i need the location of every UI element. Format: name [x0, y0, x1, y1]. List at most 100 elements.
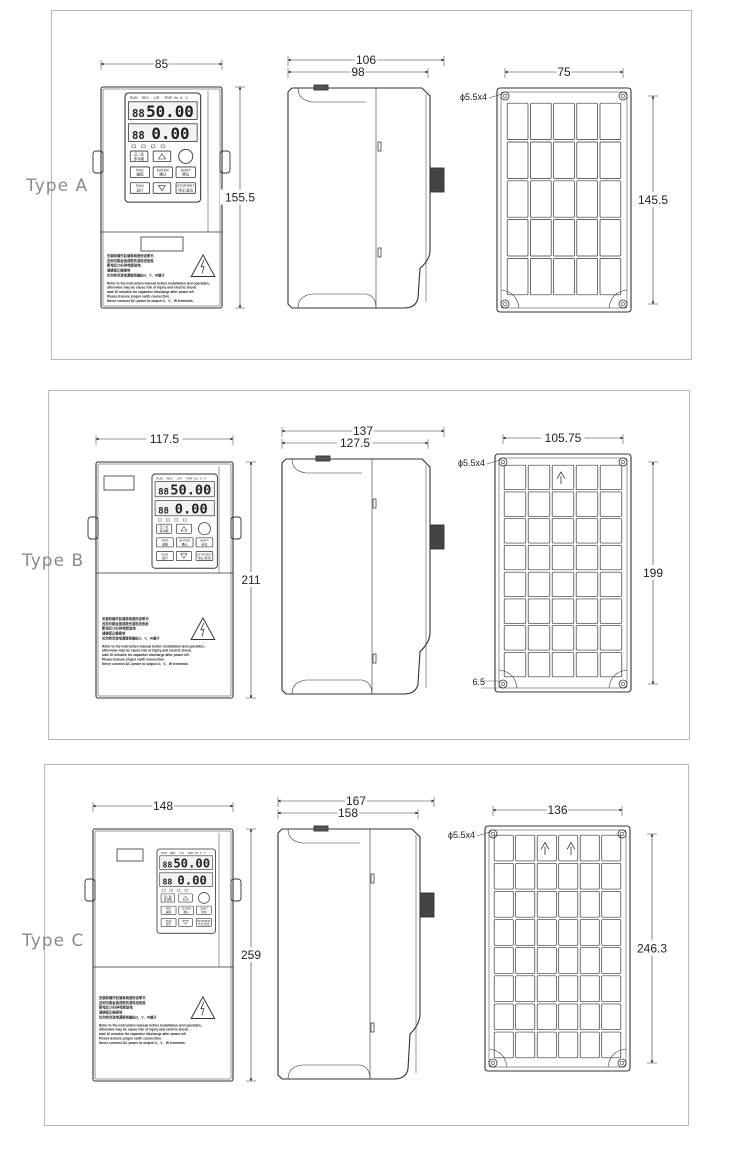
- vent-cell: [553, 180, 575, 218]
- vent-cell: [551, 518, 575, 544]
- display-digits-lower: 88: [162, 876, 172, 886]
- vent-cell: [601, 947, 622, 974]
- vent-cell: [553, 141, 575, 179]
- keypad-frame: [156, 848, 216, 934]
- nameplate: [140, 236, 184, 252]
- mount-hole-icon: [500, 91, 510, 101]
- display-value-upper: 50.00: [173, 856, 210, 870]
- vent-cell: [527, 545, 551, 571]
- key-stop: [175, 182, 196, 194]
- key-run-sublabel: 运行: [166, 922, 172, 926]
- warning-cn-line: 安装和操作前请参阅使用说明书: [107, 253, 154, 258]
- height-dim: 211: [241, 573, 260, 587]
- potentiometer-knob: [429, 167, 445, 193]
- warning-cn-line: 请确保正确接地: [107, 268, 131, 273]
- vent-slot: [370, 873, 375, 884]
- name-tag: [103, 475, 135, 491]
- vent-slot: [372, 653, 377, 664]
- vent-cell: [599, 571, 623, 597]
- vent-cell: [551, 652, 575, 678]
- vent-cell: [506, 102, 529, 140]
- display-digits-upper: 88: [158, 488, 169, 498]
- vent-cell: [551, 598, 575, 624]
- mount-hole-icon: [618, 91, 628, 101]
- mount-height-dim: 246.3: [637, 942, 667, 956]
- type-b-label: Type B: [22, 551, 85, 571]
- mount-hole-icon: [618, 679, 628, 689]
- warning-en-line: Please Ensure proper earth connection.: [102, 658, 165, 662]
- vent-cell: [515, 947, 536, 974]
- side-body: [277, 828, 421, 1080]
- vent-cell: [579, 862, 600, 890]
- hole-spec-label: ϕ5.5x4: [458, 458, 485, 468]
- key-up: [152, 150, 172, 163]
- down-arrow-icon: [180, 553, 188, 559]
- mount-height-dim: 145.5: [638, 193, 668, 207]
- key: [129, 166, 151, 178]
- key-stop-sublabel: 停止/复位: [178, 188, 194, 193]
- key-run-label: RUN: [136, 184, 144, 188]
- key-stop-sublabel: 停止/复位: [198, 555, 211, 560]
- vent-cell: [576, 219, 598, 257]
- airflow-arrow-icon: [566, 841, 576, 856]
- display-lower: [159, 872, 214, 887]
- display-lower: [154, 500, 215, 517]
- display-digits-lower: 88: [132, 130, 145, 142]
- vent-cell: [515, 975, 536, 1002]
- knob-icon: [198, 892, 210, 904]
- vent-cell: [599, 464, 623, 490]
- vent-slot: [370, 1022, 375, 1033]
- vent-cell: [527, 464, 551, 490]
- display-value-upper: 50.00: [146, 102, 194, 121]
- vent-cell: [503, 518, 527, 544]
- vent-cell: [579, 947, 600, 974]
- right-clip: [230, 878, 242, 902]
- vent-cell: [536, 834, 557, 862]
- key-run: [156, 551, 174, 561]
- indicator-label: L/R: [154, 96, 160, 100]
- keypad-frame: [151, 473, 218, 569]
- name-tag: [116, 848, 144, 862]
- vent-cell: [551, 571, 575, 597]
- display-digits-upper: 88: [132, 108, 145, 120]
- warning-cn-line: 断电后10分钟电容放电: [102, 626, 136, 631]
- vent-cell: [575, 571, 599, 597]
- warning-cn-line: 断电后10分钟电容放电: [107, 263, 141, 268]
- vent-cell: [599, 518, 623, 544]
- key-up: [175, 523, 192, 534]
- vent-cell: [536, 919, 557, 946]
- vent-slot: [370, 1022, 375, 1033]
- vent-cell: [527, 598, 551, 624]
- high-voltage-icon: [190, 995, 216, 1019]
- vent-cell: [575, 545, 599, 571]
- high-voltage-icon: [190, 616, 216, 640]
- key: [175, 166, 196, 178]
- indicator-label: RUN: [130, 96, 138, 100]
- key: [160, 905, 177, 915]
- indicator-label: RUN: [156, 476, 163, 480]
- vent-cell: [599, 598, 623, 624]
- warning-en-line: Never connect AC power to output U、V、W t…: [107, 299, 194, 303]
- mount-hole-icon: [618, 457, 628, 467]
- indicator-label: TRIP: [187, 851, 193, 855]
- display-upper: [159, 855, 214, 870]
- key: [196, 905, 212, 915]
- vent-cell: [527, 518, 551, 544]
- vent-cell: [551, 625, 575, 651]
- indicator-label: REV: [142, 96, 150, 100]
- knob-icon: [197, 522, 211, 536]
- vent-cell: [530, 219, 552, 257]
- side-total-depth-dim: 167: [346, 794, 366, 808]
- vent-cell: [551, 464, 575, 490]
- mount-hole-icon: [618, 299, 628, 309]
- vent-cell: [575, 464, 599, 490]
- indicator-label: A: [200, 851, 202, 855]
- key-stop-label: STOP/RST: [197, 919, 211, 923]
- front-width-dim: 85: [155, 57, 169, 71]
- indicator-label: V: [204, 476, 207, 480]
- vent-cell: [558, 1031, 579, 1059]
- indicator-label: REV: [166, 476, 173, 480]
- knob-icon: [178, 148, 194, 164]
